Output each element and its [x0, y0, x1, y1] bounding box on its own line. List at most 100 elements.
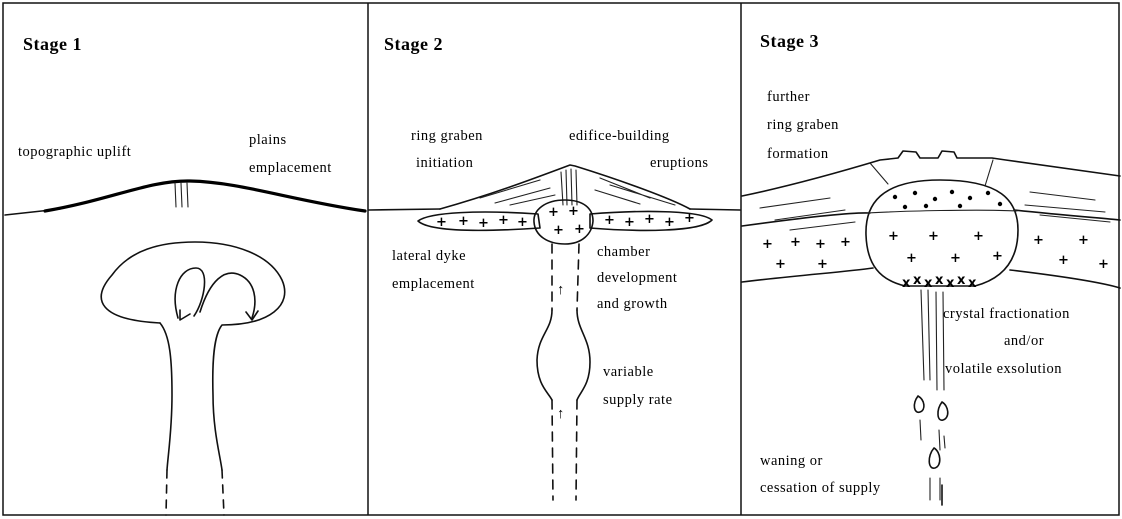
plus-mark: + — [574, 222, 585, 237]
ring-graben-initiation-label: initiation — [416, 155, 474, 171]
plus-mark: + — [517, 215, 528, 230]
crystal-mark: x — [946, 276, 955, 291]
waning-label: waning or — [760, 453, 823, 469]
upflow-arrow-lower: ↑ — [557, 406, 565, 422]
topographic-uplift-label: topographic uplift — [18, 144, 131, 160]
plus-mark: + — [775, 257, 786, 272]
plume-tail-dashed-right — [222, 470, 224, 515]
feeder-bulge-right — [577, 310, 590, 400]
plains-emplacement-label: emplacement — [249, 160, 332, 176]
ring-faults — [870, 160, 993, 186]
stage-1-title: Stage 1 — [23, 34, 82, 54]
magma-blob — [929, 448, 940, 468]
plus-mark: + — [1078, 233, 1089, 248]
convection-arrowhead-left — [180, 310, 190, 320]
plus-mark: + — [762, 237, 773, 252]
crystal-mark: x — [902, 276, 911, 291]
feeder-dashed-left-lower — [552, 400, 553, 500]
plus-mark: + — [498, 213, 509, 228]
vesicle-dot — [933, 197, 937, 201]
chamber-growth-label: and growth — [597, 296, 668, 312]
crystal-mark: x — [968, 276, 977, 291]
edifice-building-label: edifice-building — [569, 128, 670, 144]
stage-2-plus-signs: + + + + + + + + + + + + + + — [436, 204, 695, 238]
cumulate-crystals: x x x x x x x — [902, 273, 977, 291]
plume-tail-dashed-left — [166, 470, 167, 515]
formation-label: formation — [767, 146, 829, 162]
vesicle-dot — [893, 195, 897, 199]
stage-3-plus-signs: + + + + + + + + + + + + + + + + — [762, 229, 1109, 272]
chamber-development-label: development — [597, 270, 677, 286]
convection-loop-right — [200, 273, 255, 318]
plus-mark: + — [888, 229, 899, 244]
vesicle-dot — [998, 202, 1002, 206]
stage-3-title: Stage 3 — [760, 31, 819, 51]
plains-label: plains — [249, 132, 287, 148]
panel-stage-1: Stage 1 topographic uplift plains emplac… — [5, 34, 365, 515]
vesicle-dots — [893, 190, 1002, 209]
plus-mark: + — [992, 249, 1003, 264]
plus-mark: + — [840, 235, 851, 250]
vesicle-dot — [958, 204, 962, 208]
crystal-mark: x — [957, 273, 966, 288]
plus-mark: + — [568, 204, 579, 219]
volatile-exsolution-label: volatile exsolution — [945, 361, 1062, 377]
plus-mark: + — [644, 212, 655, 227]
panel-stage-2: Stage 2 ring graben initiation edifice-b… — [369, 34, 740, 500]
vesicle-dot — [903, 205, 907, 209]
ring-graben-label: ring graben — [411, 128, 483, 144]
plus-mark: + — [478, 216, 489, 231]
supply-rate-label: supply rate — [603, 392, 673, 408]
feeder-dashed-right-upper — [577, 244, 579, 310]
crystal-fractionation-label: crystal fractionation — [943, 306, 1070, 322]
chamber-internal-layer — [868, 210, 1017, 213]
stage-2-title: Stage 2 — [384, 34, 443, 54]
stage-1-vent — [175, 183, 188, 207]
plus-mark: + — [624, 215, 635, 230]
plus-mark: + — [548, 205, 559, 220]
further-label: further — [767, 89, 810, 105]
plus-mark: + — [973, 229, 984, 244]
magma-blob — [938, 402, 948, 420]
crystal-mark: x — [913, 273, 922, 288]
vesicle-dot — [924, 204, 928, 208]
vesicle-dot — [950, 190, 954, 194]
plus-mark: + — [950, 251, 961, 266]
upflow-arrow-upper: ↑ — [557, 282, 565, 298]
crystal-mark: x — [935, 273, 944, 288]
plus-mark: + — [1033, 233, 1044, 248]
plus-mark: + — [664, 215, 675, 230]
stage-2-ground-left — [369, 209, 440, 210]
plus-mark: + — [436, 215, 447, 230]
lateral-dyke-emplacement-label: emplacement — [392, 276, 475, 292]
plume-tail-left — [160, 323, 172, 470]
plus-mark: + — [906, 251, 917, 266]
cessation-label: cessation of supply — [760, 480, 881, 496]
plus-mark: + — [1098, 257, 1109, 272]
eruptions-label: eruptions — [650, 155, 708, 171]
vesicle-dot — [986, 191, 990, 195]
plus-mark: + — [684, 211, 695, 226]
plume-head-outline — [101, 242, 284, 470]
plus-mark: + — [604, 213, 615, 228]
lateral-dyke-label: lateral dyke — [392, 248, 466, 264]
chamber-label: chamber — [597, 244, 650, 260]
plus-mark: + — [790, 235, 801, 250]
stage-1-uplift-surface — [45, 181, 365, 211]
plus-mark: + — [815, 237, 826, 252]
ring-graben-label-3: ring graben — [767, 117, 839, 133]
plus-mark: + — [1058, 253, 1069, 268]
plus-mark: + — [553, 223, 564, 238]
feeder-dashed-right-lower — [576, 400, 577, 500]
stage-3-feeder — [921, 290, 944, 390]
variable-label: variable — [603, 364, 654, 380]
and-or-label: and/or — [1004, 333, 1044, 349]
panel-stage-3: Stage 3 further ring graben formation cr… — [742, 31, 1120, 505]
plus-mark: + — [928, 229, 939, 244]
crystal-mark: x — [924, 276, 933, 291]
vesicle-dot — [913, 191, 917, 195]
vesicle-dot — [968, 196, 972, 200]
feeder-bulge-left — [537, 310, 552, 400]
